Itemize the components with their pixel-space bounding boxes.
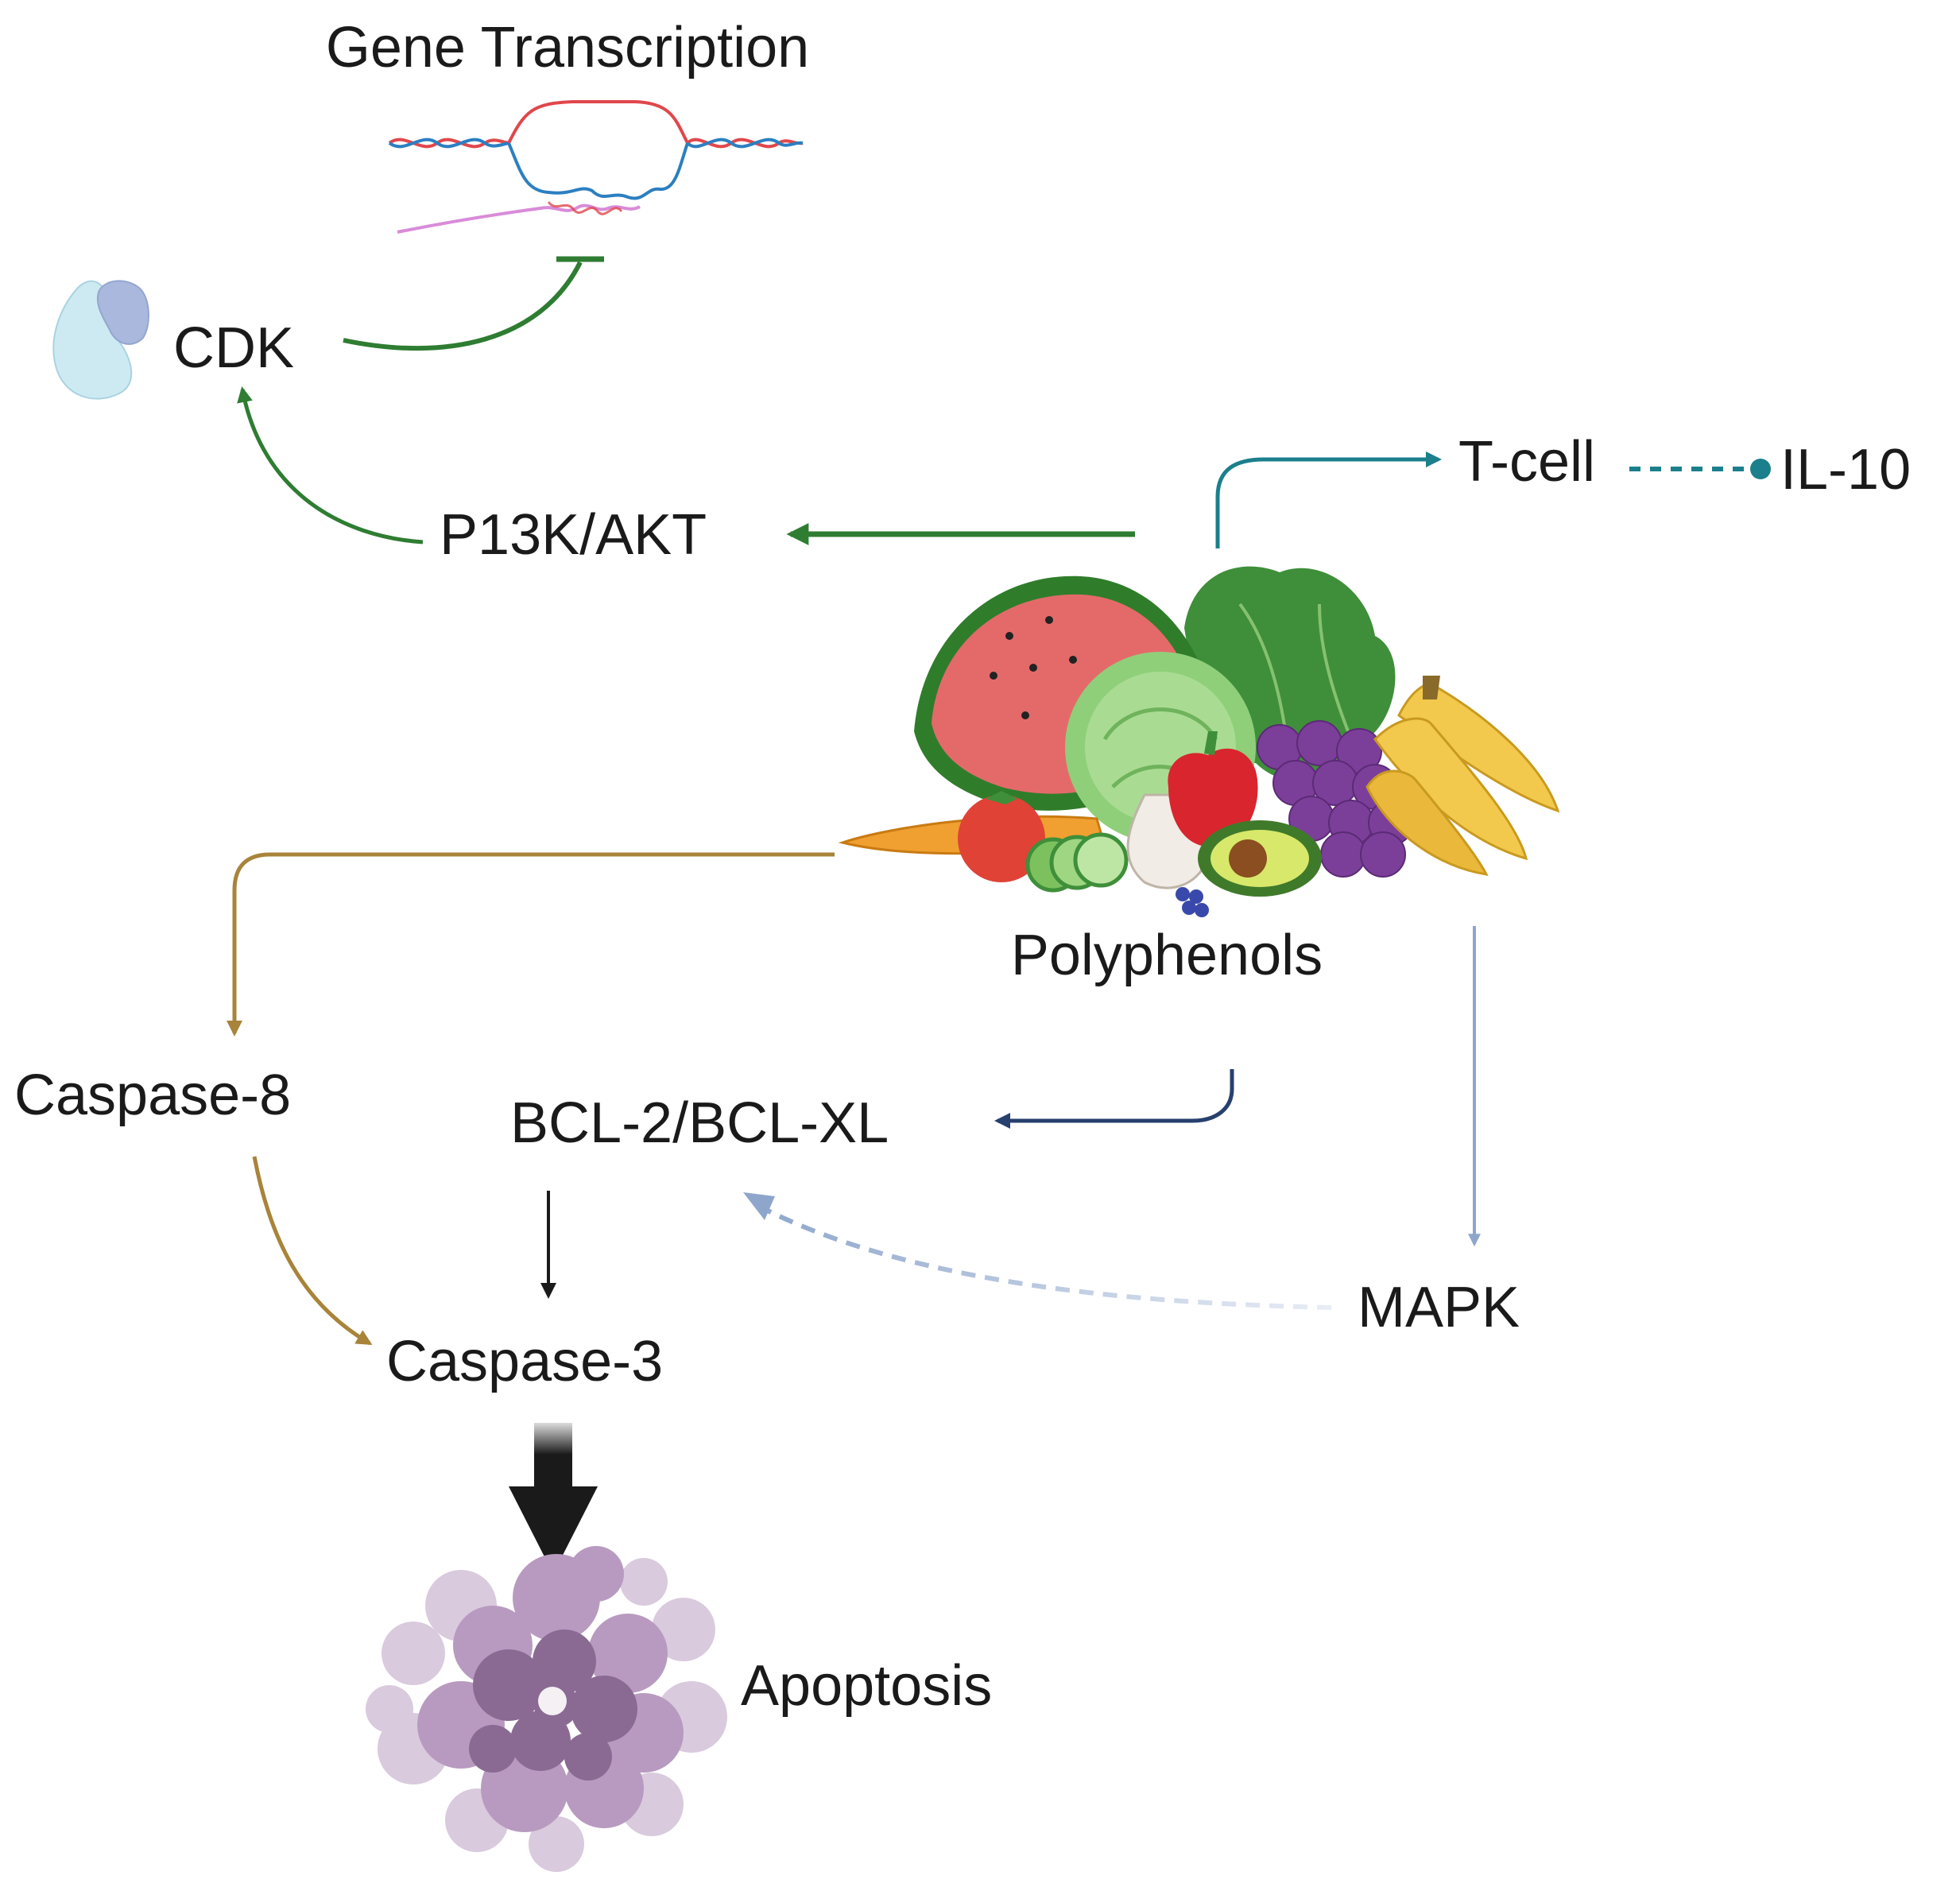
caspase8-label: Caspase-8 <box>14 1064 291 1127</box>
polyphenols-to-caspase8-arrow <box>227 852 835 1037</box>
mapk-to-bcl-dashed-arrow <box>753 1202 1332 1310</box>
cdk-inhibits-transcription-arrow <box>343 261 583 351</box>
polyphenols-label: Polyphenols <box>1011 924 1323 987</box>
apoptosis-label: Apoptosis <box>741 1654 992 1718</box>
cdk-protein-icon <box>52 280 149 400</box>
caspase3-label: Caspase-3 <box>386 1330 663 1393</box>
pi3k-akt-label: P13K/AKT <box>440 503 707 567</box>
gene-transcription-label: Gene Transcription <box>326 16 809 79</box>
apoptotic-cell-icon <box>366 1546 727 1872</box>
dna-transcription-bubble-icon <box>388 100 804 234</box>
pi3k-to-cdk-arrow <box>237 386 424 544</box>
cdk-label: CDK <box>173 316 294 380</box>
il10-dot <box>1750 459 1771 479</box>
bcl-label: BCL-2/BCL-XL <box>510 1091 889 1155</box>
mapk-to-bcl-arrowhead <box>743 1192 775 1220</box>
tcell-label: T-cell <box>1458 430 1595 494</box>
mapk-label: MAPK <box>1358 1276 1520 1339</box>
fruits-vegetables-icon <box>838 566 1560 917</box>
caspase8-to-caspase3-arrow <box>252 1156 373 1346</box>
polyphenols-to-tcell-arrow <box>1215 451 1442 548</box>
polyphenols-to-bcl-arrow <box>994 1069 1234 1129</box>
caspase3-to-apoptosis-arrow <box>509 1423 598 1574</box>
il10-label: IL-10 <box>1780 438 1911 502</box>
